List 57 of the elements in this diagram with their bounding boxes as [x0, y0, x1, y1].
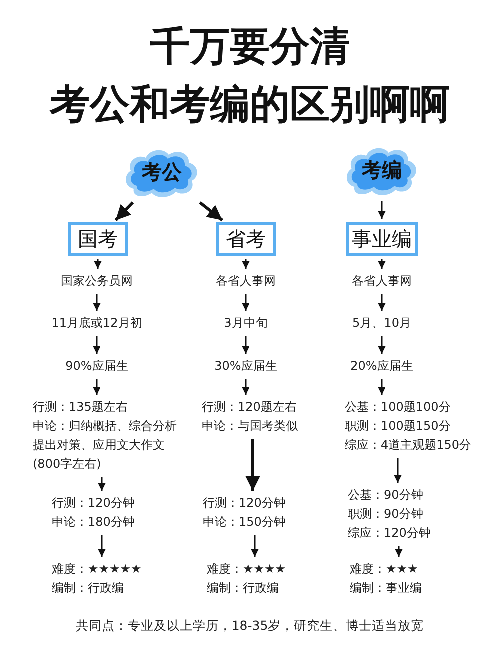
info-line: 职测：90分钟	[348, 506, 424, 523]
arrow	[242, 336, 250, 354]
info-line: 编制：行政编	[207, 580, 280, 597]
step-text: 国家公务员网	[37, 272, 157, 291]
arrow	[199, 201, 224, 222]
info-line: 行测：120题左右	[202, 399, 298, 416]
arrow	[378, 259, 386, 269]
arrow	[378, 336, 386, 354]
info-line: 申论：与国考类似	[202, 418, 299, 435]
arrow	[93, 294, 101, 311]
arrow	[242, 294, 250, 311]
category-box: 事业编	[346, 222, 418, 256]
arrow	[251, 535, 259, 557]
title: 千万要分清考公和考编的区别啊啊	[48, 23, 451, 130]
info-line: 申论：150分钟	[203, 514, 287, 531]
info-line: 编制：事业编	[350, 580, 423, 597]
arrow	[242, 379, 250, 395]
step-text: 各省人事网	[186, 272, 306, 291]
info-line: 行测：120分钟	[203, 495, 287, 512]
step-text: 90%应届生	[37, 357, 157, 376]
info-line: 申论：180分钟	[52, 514, 136, 531]
info-line: 综应：4道主观题150分	[345, 437, 473, 454]
info-line: 公基：100题100分	[345, 399, 452, 416]
arrow	[114, 202, 134, 222]
info-line: 行测：135题左右	[33, 399, 129, 416]
info-line: 公基：90分钟	[348, 487, 424, 504]
step-text: 30%应届生	[186, 357, 306, 376]
info-line: 行测：120分钟	[52, 495, 136, 512]
arrow	[98, 535, 106, 557]
step-text: 11月底或12月初	[37, 314, 157, 333]
arrow	[93, 379, 101, 395]
arrow	[93, 336, 101, 354]
arrow	[94, 259, 102, 269]
category-box: 国考	[68, 222, 128, 256]
step-text: 各省人事网	[322, 272, 442, 291]
arrow	[242, 259, 250, 269]
info-line: 综应：120分钟	[348, 525, 432, 542]
info-line: 申论：归纳概括、综合分析提出对策、应用文大作文(800字左右)	[33, 418, 178, 473]
cloud-label: 考编	[362, 157, 402, 184]
arrow	[378, 201, 386, 219]
arrow	[378, 379, 386, 395]
step-text: 20%应届生	[322, 357, 442, 376]
step-text: 5月、10月	[322, 314, 442, 333]
note-text: 共同点：专业及以上学历，18-35岁，研究生、博士适当放宽	[74, 618, 426, 635]
info-line: 编制：行政编	[52, 580, 125, 597]
arrow	[246, 439, 260, 491]
cloud-label: 考公	[142, 159, 182, 186]
arrow	[394, 458, 402, 483]
arrow	[395, 546, 403, 557]
info-line: 难度：★★★★	[207, 561, 288, 578]
arrow	[98, 477, 106, 491]
info-line: 难度：★★★	[350, 561, 420, 578]
step-text: 3月中旬	[186, 314, 306, 333]
category-box: 省考	[216, 222, 276, 256]
arrow	[378, 294, 386, 311]
info-line: 职测：100题150分	[345, 418, 452, 435]
info-line: 难度：★★★★★	[52, 561, 143, 578]
